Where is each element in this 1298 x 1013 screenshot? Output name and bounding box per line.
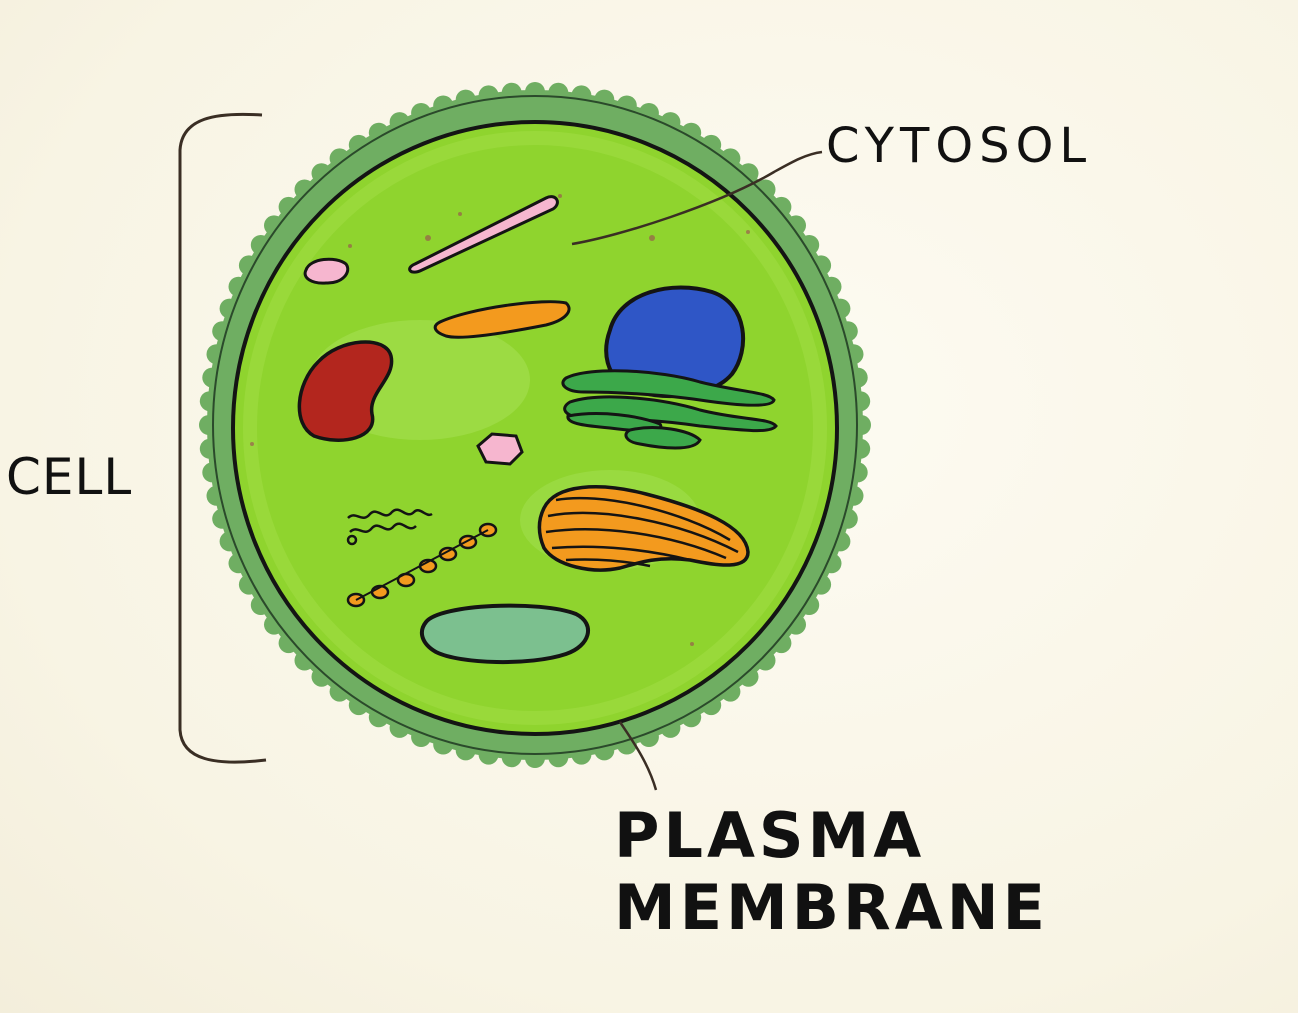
vacuole	[422, 606, 588, 662]
pink-vesicle-center	[478, 434, 522, 464]
pink-vesicle-small	[305, 259, 348, 283]
cell-label: CELL	[6, 448, 132, 506]
cytosol-label: CYTOSOL	[826, 118, 1092, 174]
plasma-membrane-label: PLASMA MEMBRANE	[614, 800, 1049, 944]
